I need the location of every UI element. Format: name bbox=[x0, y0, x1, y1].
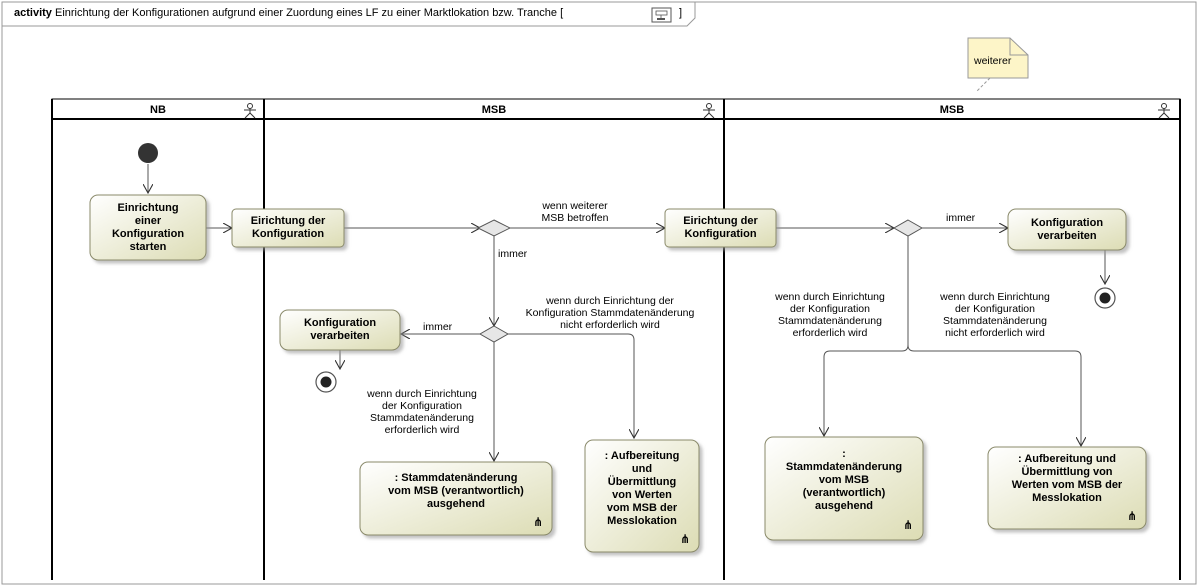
actor-icon bbox=[703, 103, 715, 119]
activity-final-icon bbox=[1094, 287, 1116, 309]
call-behavior-rake-icon: ⋔ bbox=[533, 515, 544, 529]
call-behavior-rake-icon: ⋔ bbox=[1127, 509, 1138, 523]
comment-note[interactable] bbox=[967, 37, 1029, 93]
comment-note-text: weiterer bbox=[974, 55, 1012, 67]
action-shape-msb2-aufbereitung bbox=[987, 446, 1147, 530]
action-shape-msb1-aufbereitung bbox=[584, 439, 700, 553]
flow-not-required bbox=[506, 333, 634, 438]
lane-title-nb: NB bbox=[150, 104, 166, 116]
action-msb1-einrichtung[interactable]: Eirichtung der Konfiguration bbox=[250, 215, 326, 240]
action-shape-start bbox=[89, 194, 207, 261]
lane-title-msb-2: MSB bbox=[939, 104, 965, 116]
action-msb2-aufbereitung[interactable]: : Aufbereitung und Übermittlung von Wert… bbox=[1011, 453, 1123, 504]
control-flows bbox=[148, 164, 1105, 461]
guard-msb2-immer: immer bbox=[946, 212, 976, 224]
swimlane-partition bbox=[51, 98, 1181, 580]
call-behavior-rake-icon: ⋔ bbox=[903, 518, 914, 532]
action-shape-msb2-einrichtung bbox=[664, 208, 777, 248]
action-einrichtung-starten[interactable]: Einrichtung einer Konfiguration starten bbox=[111, 201, 185, 253]
action-msb2-stammdaten[interactable]: : Stammdatenänderung vom MSB (verantwort… bbox=[785, 447, 903, 512]
lane-title-msb-1: MSB bbox=[481, 104, 507, 116]
guard-wenn-weiterer: wenn weiterer MSB betroffen bbox=[541, 200, 609, 224]
guard-msb1-not-required: wenn durch Einrichtung der Konfiguration… bbox=[525, 295, 695, 331]
frame-title: activity Einrichtung der Konfigurationen… bbox=[14, 7, 563, 19]
decision-diamond-icon bbox=[892, 219, 924, 237]
frame-bracket-close: ] bbox=[679, 7, 683, 19]
action-msb2-einrichtung[interactable]: Eirichtung der Konfiguration bbox=[683, 215, 758, 240]
action-shape-msb1-verarbeiten bbox=[279, 309, 401, 351]
flow-msb2-not-required bbox=[907, 344, 1081, 446]
frame-keyword: activity bbox=[14, 7, 52, 19]
frame-name: Einrichtung der Konfigurationen aufgrund… bbox=[54, 7, 558, 19]
action-msb1-aufbereitung[interactable]: : Aufbereitung und Übermittlung von Wert… bbox=[604, 450, 680, 527]
actor-icon bbox=[1158, 103, 1170, 119]
action-msb2-verarbeiten[interactable]: Konfiguration verarbeiten bbox=[1030, 216, 1104, 242]
diagram-icon[interactable] bbox=[651, 7, 672, 23]
action-shape-msb1-einrichtung bbox=[231, 208, 345, 248]
guard-immer-left: immer bbox=[423, 321, 453, 333]
frame-bracket-open: [ bbox=[560, 7, 564, 19]
activity-final-icon bbox=[315, 371, 337, 393]
action-msb1-stammdaten[interactable]: : Stammdatenänderung vom MSB (verantwort… bbox=[388, 471, 524, 510]
action-shape-msb2-verarbeiten bbox=[1007, 208, 1127, 251]
decision-diamond-icon bbox=[476, 219, 512, 237]
guard-msb2-not-required: wenn durch Einrichtung der Konfiguration… bbox=[940, 291, 1050, 339]
call-behavior-rake-icon: ⋔ bbox=[680, 532, 691, 546]
guard-msb1-required: wenn durch Einrichtung der Konfiguration… bbox=[367, 388, 477, 436]
guard-immer-down: immer bbox=[498, 248, 528, 260]
action-msb1-verarbeiten[interactable]: Konfiguration verarbeiten bbox=[303, 317, 377, 342]
flow-msb2-required bbox=[824, 236, 909, 436]
frame-title-tab bbox=[2, 2, 696, 27]
actor-icon bbox=[244, 103, 256, 119]
guard-msb2-required: wenn durch Einrichtung der Konfiguration… bbox=[775, 291, 885, 339]
action-shape-msb2-stammdaten bbox=[764, 436, 924, 541]
decision-diamond-icon bbox=[478, 325, 510, 343]
initial-node-icon bbox=[138, 143, 158, 163]
action-shape-msb1-stammdaten bbox=[359, 461, 553, 536]
